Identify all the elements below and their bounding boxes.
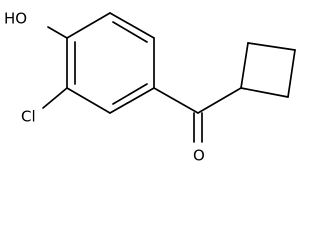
cyclobutyl-bond [197,87,242,114]
ring-bond [66,12,111,39]
ring-bond [109,12,155,39]
molecule-structure: HO Cl O [4,10,296,165]
chlorine-bond [42,87,68,109]
hydroxyl-bond [47,26,68,39]
ring-bond [240,87,289,98]
carbonyl-oxygen-label: O [193,147,205,165]
ring-bond [109,87,155,114]
ring-bond [287,49,296,98]
carbonyl-carbon-bond [153,87,199,114]
chlorine-label: Cl [21,108,36,126]
cyclobutane-ring [240,42,296,98]
ring-bond [247,42,296,51]
benzene-ring [66,12,155,114]
ring-bond [240,42,249,89]
hydroxyl-label: HO [4,10,27,28]
ring-double-bond [112,83,148,105]
ring-bond [66,87,111,114]
ring-double-bond [112,21,148,43]
